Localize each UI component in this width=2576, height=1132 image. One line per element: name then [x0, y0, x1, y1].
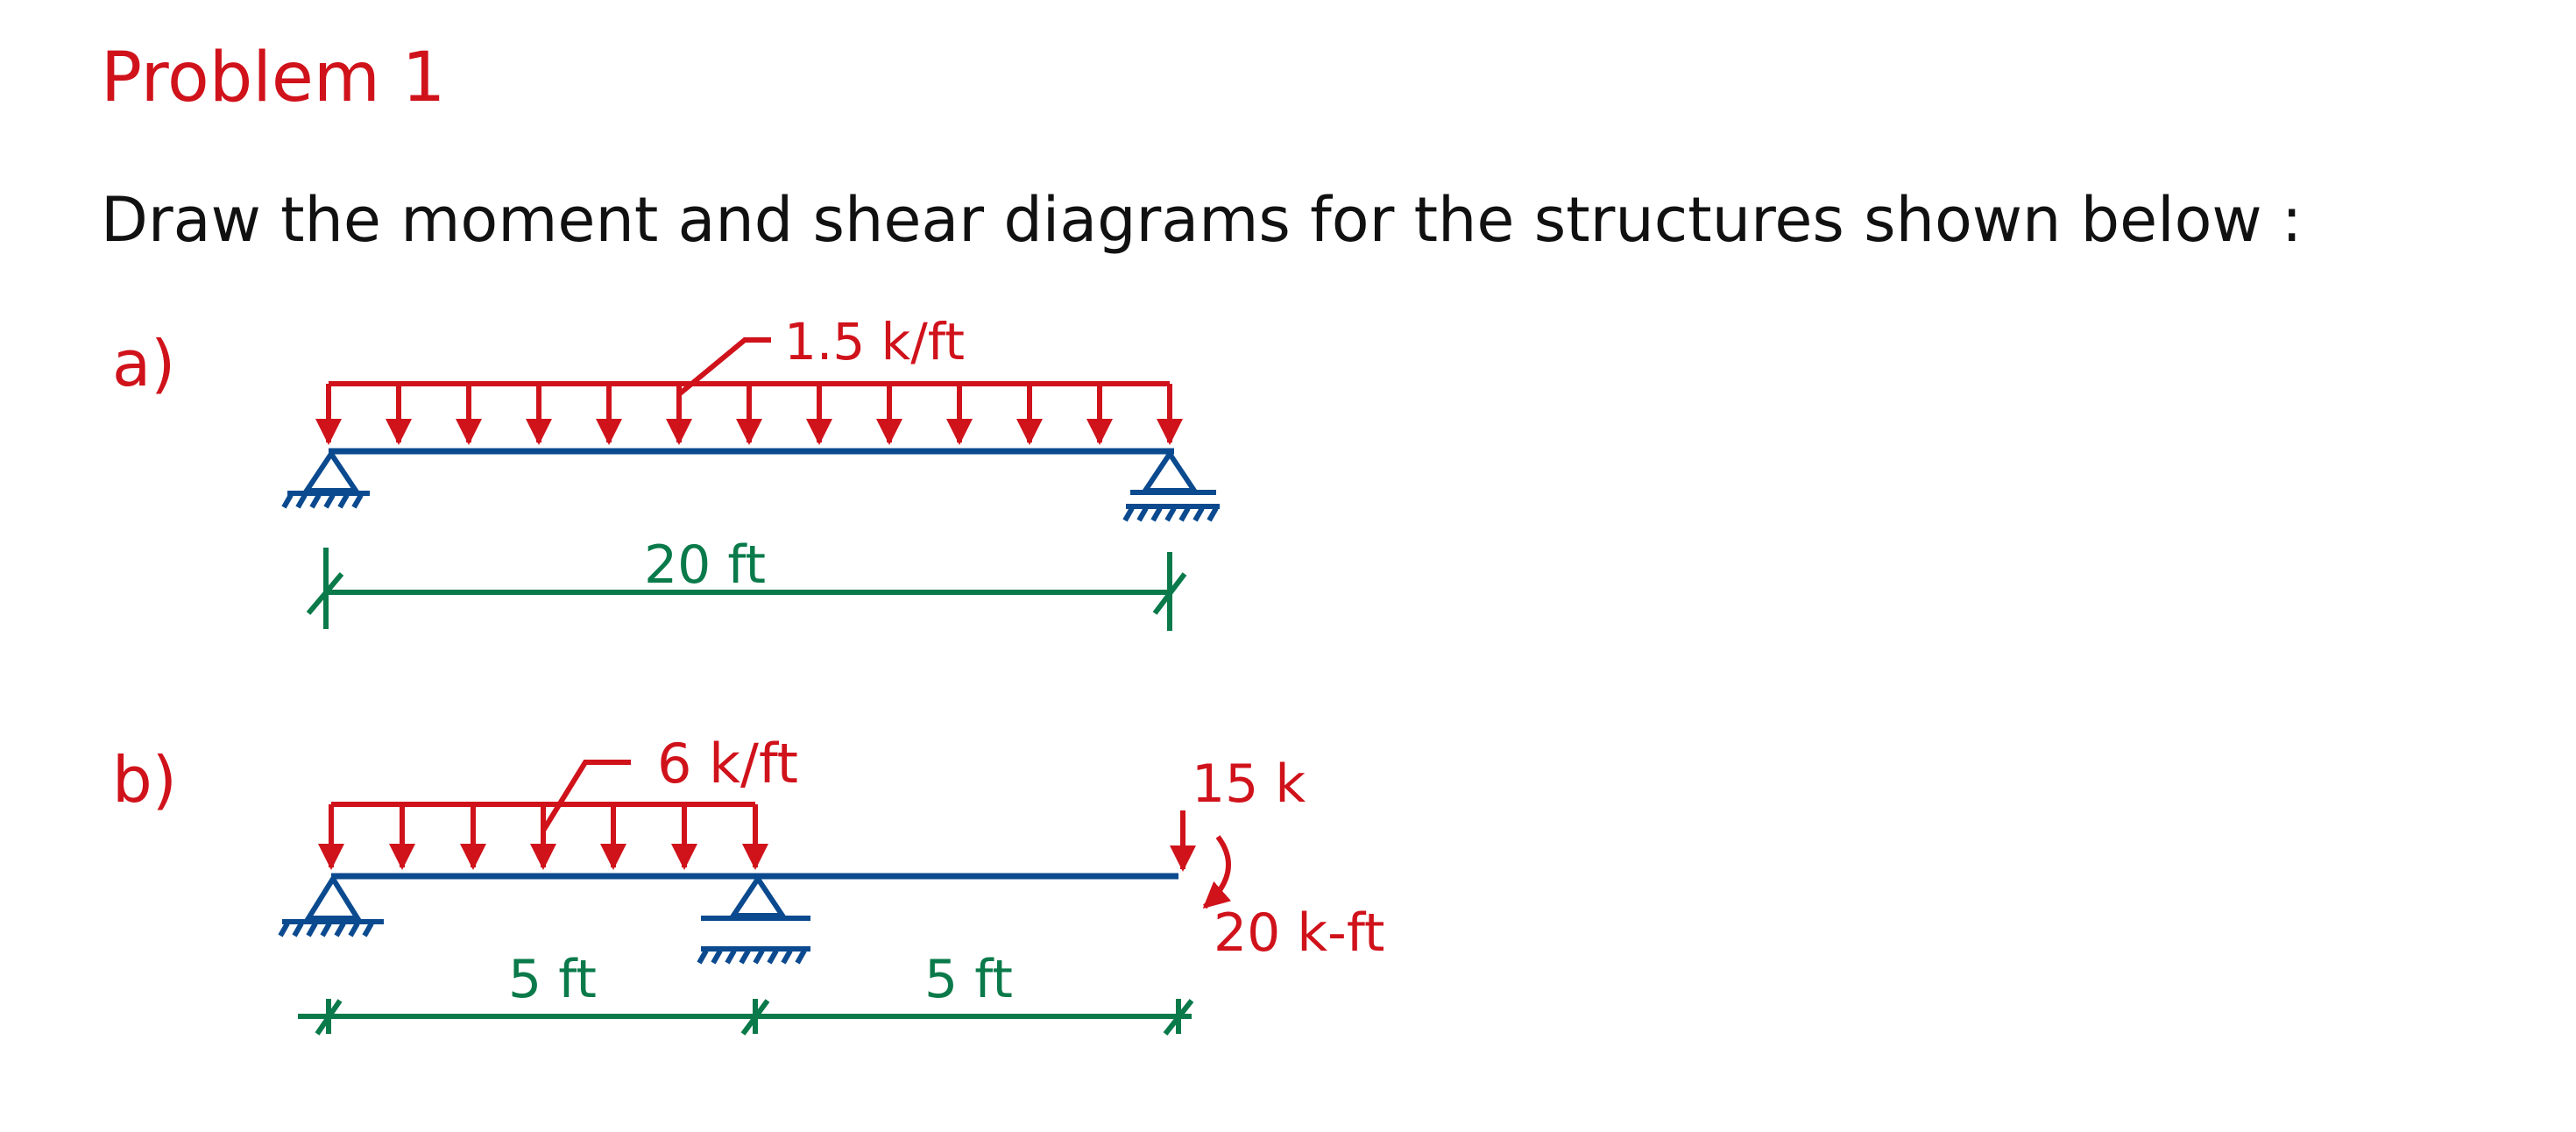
load-leader	[541, 760, 631, 832]
part-b-point-load-label: 15 k	[1192, 753, 1306, 815]
instruction-text: Draw the moment and shear diagrams for t…	[101, 184, 2303, 256]
problem-title: Problem 1	[101, 39, 445, 117]
part-b-distributed-load	[318, 760, 768, 870]
part-a-right-roller-support	[1122, 449, 1220, 522]
part-a-span-label: 20 ft	[644, 534, 766, 596]
part-b-right-span-label: 5 ft	[924, 949, 1013, 1010]
part-b-dimension-line	[298, 999, 1194, 1036]
part-b-left-pin-support	[278, 874, 384, 937]
load-leader	[677, 337, 771, 397]
part-a-left-pin-support	[281, 449, 370, 509]
part-b-load-label: 6 k/ft	[657, 732, 798, 796]
part-b-left-span-label: 5 ft	[508, 949, 597, 1010]
part-a-label: a)	[112, 327, 175, 400]
part-b-applied-moment	[1202, 835, 1232, 909]
part-b-moment-label: 20 k-ft	[1214, 902, 1384, 964]
part-a-distributed-load	[315, 337, 1183, 445]
part-b-middle-roller-support	[697, 874, 810, 965]
part-b-label: b)	[112, 743, 177, 817]
part-a-load-label: 1.5 k/ft	[784, 312, 965, 371]
part-a-dimension-line	[306, 548, 1187, 631]
